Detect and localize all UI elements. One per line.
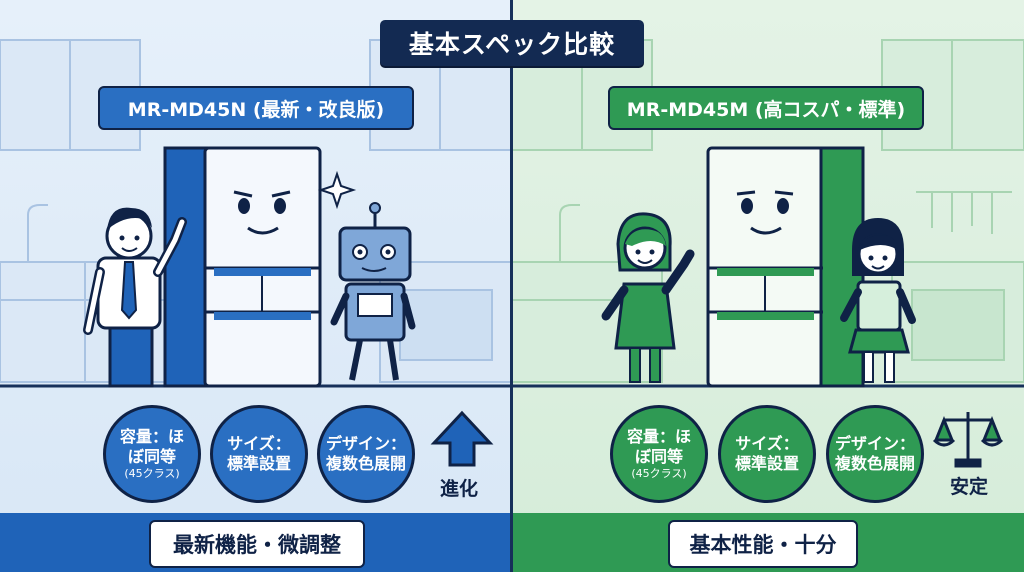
left-bottom-label: 最新機能・微調整 (149, 520, 365, 568)
balance-scale-icon (932, 412, 1004, 468)
right-spec-size-text: サイズ： 標準設置 (734, 434, 799, 473)
left-spec-design-text: デザイン： 複数色展開 (325, 434, 406, 473)
right-indicator-text: 安定 (950, 476, 989, 498)
right-model-label: MR-MD45M (高コスパ・標準) (608, 86, 924, 130)
left-robot-character (330, 202, 416, 381)
left-refrigerator (163, 146, 322, 388)
right-spec-capacity: 容量：ほ ぼ同等 (45クラス) (610, 405, 708, 503)
up-arrow-icon (430, 410, 494, 467)
right-bottom-label: 基本性能・十分 (668, 520, 858, 568)
left-spec-capacity: 容量：ほ ぼ同等 (45クラス) (103, 405, 201, 503)
page-title: 基本スペック比較 (380, 20, 644, 66)
left-sparkle-icon (317, 170, 357, 210)
left-indicator-text: 進化 (440, 478, 479, 500)
right-girl-character (601, 212, 695, 383)
right-kitchen-scene (512, 39, 1024, 550)
right-spec-capacity-sub: (45クラス) (631, 467, 687, 480)
left-spec-size: サイズ： 標準設置 (210, 405, 308, 503)
left-man-character (83, 207, 187, 388)
center-divider (510, 0, 513, 572)
left-spec-capacity-sub: (45クラス) (124, 467, 180, 480)
left-model-label: MR-MD45N (最新・改良版) (98, 86, 414, 130)
right-refrigerator (706, 146, 865, 388)
right-spec-capacity-text: 容量：ほ ぼ同等 (626, 427, 691, 466)
right-spec-design-text: デザイン： 複数色展開 (834, 434, 915, 473)
left-spec-capacity-text: 容量：ほ ぼ同等 (119, 427, 184, 466)
right-spec-design: デザイン： 複数色展開 (826, 405, 924, 503)
left-spec-size-text: サイズ： 標準設置 (226, 434, 291, 473)
left-spec-design: デザイン： 複数色展開 (317, 405, 415, 503)
right-woman-character (840, 218, 916, 383)
right-spec-size: サイズ： 標準設置 (718, 405, 816, 503)
